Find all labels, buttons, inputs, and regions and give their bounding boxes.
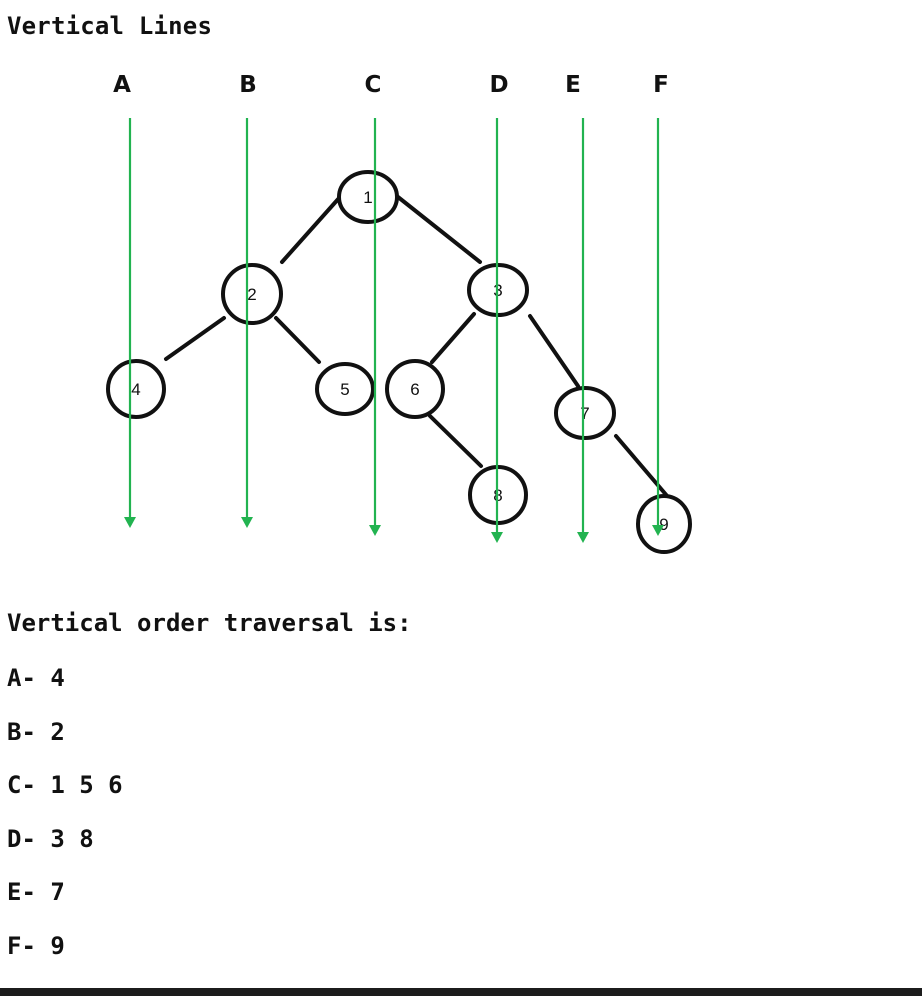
- traversal-title: Vertical order traversal is:: [7, 609, 412, 637]
- traversal-row-e: E- 7: [7, 878, 65, 906]
- tree-node-circle: [337, 170, 399, 224]
- column-labels: A B C D E F: [113, 72, 669, 98]
- tree-node-1: 1: [337, 170, 399, 224]
- tree-edge-2-4: [164, 316, 226, 361]
- arrow-down-icon: [577, 532, 589, 543]
- tree-node-circle: [221, 263, 283, 325]
- tree-node-circle: [554, 386, 616, 440]
- arrow-down-icon: [124, 517, 136, 528]
- vertical-line-f: [652, 118, 664, 536]
- diagram-heading: Vertical Lines: [7, 12, 213, 40]
- tree-node-circle: [636, 494, 692, 554]
- vertical-line-d: [491, 118, 503, 543]
- column-label-f: F: [653, 72, 669, 98]
- tree-edge-6-8: [428, 414, 483, 468]
- bottom-bar: [0, 988, 922, 996]
- tree-node-6: 6: [385, 359, 445, 419]
- tree-node-label: 1: [363, 188, 372, 207]
- column-label-b: B: [239, 72, 257, 98]
- tree-edges: [164, 195, 670, 499]
- traversal-row-c: C- 1 5 6: [7, 771, 123, 799]
- tree-node-circle: [385, 359, 445, 419]
- tree-node-label: 6: [410, 380, 419, 399]
- tree-node-4: 4: [106, 359, 166, 419]
- tree-node-5: 5: [315, 362, 375, 416]
- tree-edge-1-3: [396, 195, 482, 264]
- arrow-down-icon: [241, 517, 253, 528]
- traversal-row-a: A- 4: [7, 664, 65, 692]
- vertical-lines: [124, 118, 664, 543]
- column-label-c: C: [365, 72, 382, 98]
- tree-edge-1-2: [280, 195, 342, 264]
- tree-node-7: 7: [554, 386, 616, 440]
- tree-node-circle: [106, 359, 166, 419]
- tree-nodes: 123456789: [106, 170, 692, 554]
- traversal-row-b: B- 2: [7, 718, 65, 746]
- traversal-row-f: F- 9: [7, 932, 65, 960]
- tree-node-2: 2: [221, 263, 283, 325]
- tree-edge-2-5: [274, 316, 321, 364]
- tree-node-label: 9: [659, 515, 668, 534]
- traversal-row-d: D- 3 8: [7, 825, 94, 853]
- column-label-d: D: [489, 72, 508, 98]
- tree-edge-3-7: [528, 314, 580, 388]
- tree-node-circle: [315, 362, 375, 416]
- tree-node-label: 5: [340, 380, 349, 399]
- tree-node-label: 2: [247, 285, 256, 304]
- tree-edge-7-9: [614, 434, 670, 499]
- tree-node-label: 4: [131, 380, 140, 399]
- vertical-line-b: [241, 118, 253, 528]
- column-label-e: E: [565, 72, 581, 98]
- arrow-down-icon: [369, 525, 381, 536]
- column-label-a: A: [113, 72, 131, 98]
- tree-node-label: 7: [580, 404, 589, 423]
- arrow-down-icon: [491, 532, 503, 543]
- tree-edge-3-6: [430, 312, 476, 364]
- vertical-line-e: [577, 118, 589, 543]
- vertical-line-a: [124, 118, 136, 528]
- vertical-line-c: [369, 118, 381, 536]
- arrow-down-icon: [652, 525, 664, 536]
- tree-node-9: 9: [636, 494, 692, 554]
